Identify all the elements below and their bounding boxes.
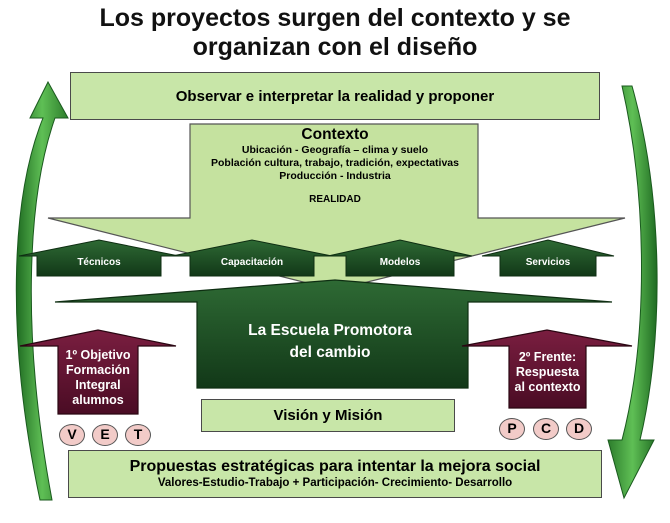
right-front-line: 2º Frente: — [518, 350, 577, 364]
left-objective-line: alumnos — [72, 393, 124, 407]
circle-d: D — [566, 418, 592, 440]
circle-v: V — [59, 424, 85, 446]
proposals-sub: Valores-Estudio-Trabajo + Participación-… — [157, 477, 513, 489]
right-front-arrow — [461, 329, 633, 409]
left-objective-text: 1º Objetivo Formación Integral alumnos — [58, 348, 138, 408]
left-objective-arrow — [19, 329, 177, 415]
left-objective-line: Integral — [75, 378, 121, 392]
support-arrows — [18, 239, 615, 277]
modelos-arrow — [327, 239, 473, 277]
title-line-2: organizan con el diseño — [192, 33, 478, 61]
circle-t: T — [125, 424, 151, 446]
observe-box: Observar e interpretar la realidad y pro… — [70, 72, 600, 120]
school-arrow — [54, 279, 613, 389]
context-line: Producción - Industria — [279, 170, 391, 182]
circle-e: E — [92, 424, 118, 446]
context-block: Contexto Ubicación - Geografía – clima y… — [190, 126, 480, 206]
school-line-2: del cambio — [289, 344, 371, 361]
context-reality: REALIDAD — [309, 194, 361, 205]
support-label-modelos: Modelos — [379, 257, 421, 268]
context-line: Ubicación - Geografía – clima y suelo — [241, 144, 429, 156]
support-label-capacitacion: Capacitación — [220, 257, 284, 268]
vision-box: Visión y Misión — [201, 399, 455, 432]
left-objective-line: Formación — [66, 363, 130, 377]
support-label-servicios: Servicios — [525, 257, 571, 268]
right-front-line: Respuesta — [515, 365, 580, 379]
vision-label: Visión y Misión — [273, 407, 383, 424]
capacitacion-arrow — [171, 239, 333, 277]
support-label-tecnicos: Técnicos — [77, 257, 121, 268]
circle-c: C — [533, 418, 559, 440]
context-heading: Contexto — [301, 126, 369, 143]
observe-label: Observar e interpretar la realidad y pro… — [175, 87, 495, 105]
right-cycle-arrow — [607, 85, 658, 500]
diagram-title: Los proyectos surgen del contexto y se o… — [0, 4, 670, 62]
tecnicos-arrow — [18, 239, 180, 277]
title-line-1: Los proyectos surgen del contexto y se — [99, 4, 571, 32]
right-front-line: al contexto — [514, 380, 581, 394]
proposals-box: Propuestas estratégicas para intentar la… — [68, 450, 602, 498]
context-line: Población cultura, trabajo, tradición, e… — [211, 157, 459, 169]
school-label: La Escuela Promotora del cambio — [215, 320, 445, 364]
left-objective-line: 1º Objetivo — [65, 348, 131, 362]
context-arrow — [47, 123, 626, 291]
right-front-text: 2º Frente: Respuesta al contexto — [505, 350, 590, 395]
servicios-arrow — [481, 239, 615, 277]
school-line-1: La Escuela Promotora — [248, 322, 412, 339]
circle-p: P — [499, 418, 525, 440]
left-cycle-arrow — [15, 80, 69, 501]
proposals-main: Propuestas estratégicas para intentar la… — [129, 458, 541, 475]
